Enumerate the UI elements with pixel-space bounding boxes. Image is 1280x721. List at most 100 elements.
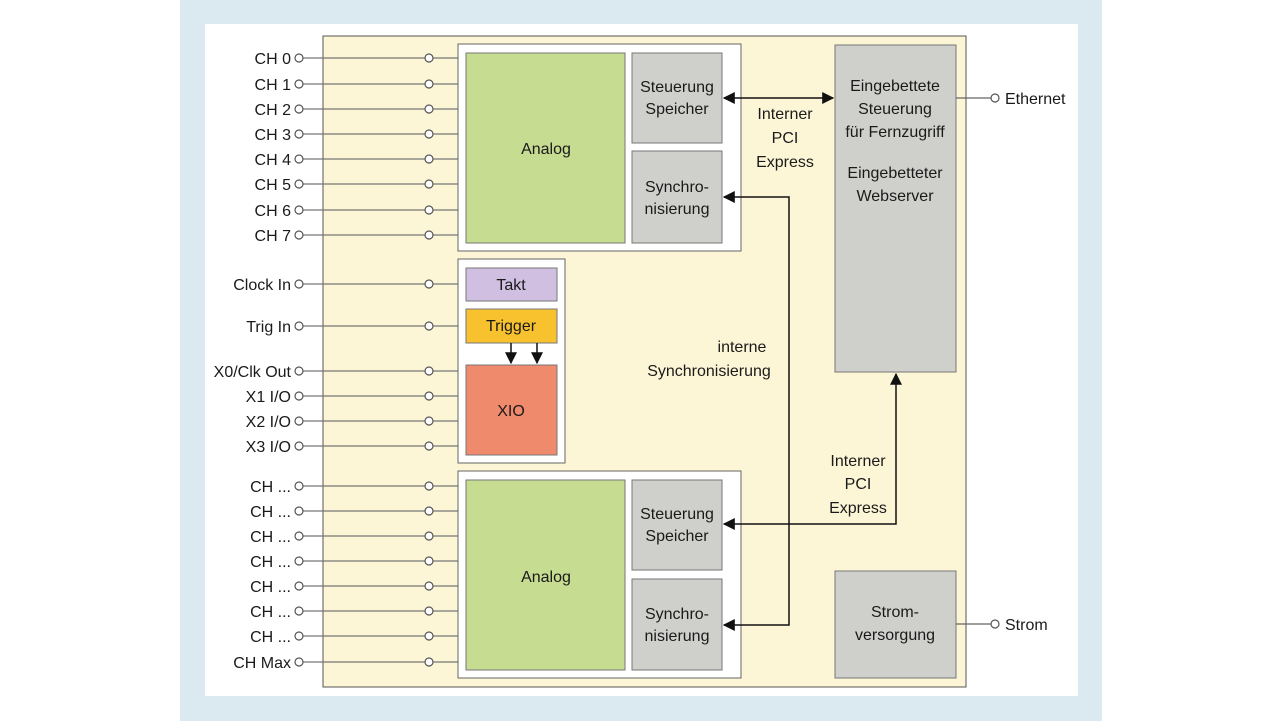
top-ctrl-label-1: Steuerung xyxy=(640,79,714,96)
pin-clock-in: Clock In xyxy=(233,277,458,294)
pin-label: CH ... xyxy=(250,579,291,596)
pin-terminal xyxy=(294,416,304,426)
pin-terminal xyxy=(294,279,304,289)
top-sync-label-1: Synchro- xyxy=(645,179,709,196)
pin-label: X0/Clk Out xyxy=(214,364,292,381)
pin-label: CH Max xyxy=(233,655,291,672)
pin-trig-in: Trig In xyxy=(246,319,458,336)
top-analog-block xyxy=(465,52,626,244)
xio-label: XIO xyxy=(497,403,525,420)
pin-terminal xyxy=(294,230,304,240)
pin-label: CH ... xyxy=(250,629,291,646)
pin-label: CH 1 xyxy=(255,77,292,94)
pin-io-0: X0/Clk Out xyxy=(214,364,458,381)
pin-label: CH 2 xyxy=(255,102,292,119)
pin-connector xyxy=(424,79,434,89)
pin-label: CH ... xyxy=(250,604,291,621)
pci-bottom-label-2: PCI xyxy=(845,476,872,493)
pin-connector xyxy=(424,506,434,516)
pin-terminal xyxy=(294,53,304,63)
pin-ch-bottom-1: CH ... xyxy=(250,504,458,521)
pin-label: X3 I/O xyxy=(246,439,291,456)
pin-terminal xyxy=(294,481,304,491)
pci-bottom-path xyxy=(722,372,902,530)
pin-ch-top-2: CH 2 xyxy=(255,102,458,119)
top-ctrl-label-2: Speicher xyxy=(645,101,709,118)
bottom-sync-label-2: nisierung xyxy=(645,628,710,645)
controller-label-2: Steuerung xyxy=(858,101,932,118)
pin-connector xyxy=(424,53,434,63)
pin-connector xyxy=(424,531,434,541)
pin-connector xyxy=(424,481,434,491)
trigger-label: Trigger xyxy=(486,318,537,335)
pin-ch-top-5: CH 5 xyxy=(255,177,458,194)
takt-label: Takt xyxy=(496,277,526,294)
pin-terminal xyxy=(294,79,304,89)
power-label-2: versorgung xyxy=(855,627,935,644)
pin-ch-bottom-6: CH ... xyxy=(250,629,458,646)
pin-connector xyxy=(424,581,434,591)
pci-top-label-3: Express xyxy=(756,154,814,171)
pci-bottom-label-1: Interner xyxy=(830,453,886,470)
takt-block xyxy=(465,267,558,302)
pin-ch-top-4: CH 4 xyxy=(255,152,458,169)
bottom-sync-label-1: Synchro- xyxy=(645,606,709,623)
pin-label: CH 5 xyxy=(255,177,292,194)
pin-connector xyxy=(424,441,434,451)
top-sync-block xyxy=(631,150,723,244)
pin-terminal xyxy=(294,441,304,451)
pin-ch-top-1: CH 1 xyxy=(255,77,458,94)
pin-terminal xyxy=(294,606,304,616)
pin-terminal xyxy=(294,321,304,331)
pin-label: X2 I/O xyxy=(246,414,291,431)
pin-connector xyxy=(424,391,434,401)
pin-ch-bottom-0: CH ... xyxy=(250,479,458,496)
strom-label: Strom xyxy=(1005,617,1048,634)
pin-label: CH 3 xyxy=(255,127,292,144)
pin-ch-bottom-5: CH ... xyxy=(250,604,458,621)
pin-connector xyxy=(424,230,434,240)
pin-terminal xyxy=(294,129,304,139)
pin-label: CH 4 xyxy=(255,152,292,169)
pin-connector xyxy=(424,321,434,331)
pin-connector xyxy=(424,279,434,289)
bottom-ctrl-label-1: Steuerung xyxy=(640,506,714,523)
strom-pin xyxy=(990,619,1000,629)
pin-label: CH 7 xyxy=(255,228,292,245)
pci-top-label-2: PCI xyxy=(772,130,799,147)
ethernet-pin xyxy=(990,93,1000,103)
pin-terminal xyxy=(294,391,304,401)
power-label-1: Strom- xyxy=(871,604,919,621)
pin-connector xyxy=(424,416,434,426)
pin-connector xyxy=(424,556,434,566)
pin-io-3: X3 I/O xyxy=(246,439,458,456)
pin-ch-top-0: CH 0 xyxy=(255,51,458,68)
pin-io-1: X1 I/O xyxy=(246,389,458,406)
pin-label: Trig In xyxy=(246,319,291,336)
controller-block xyxy=(834,44,957,373)
pin-label: Clock In xyxy=(233,277,291,294)
pin-label: CH ... xyxy=(250,504,291,521)
bottom-sync-block xyxy=(631,578,723,671)
ethernet-label: Ethernet xyxy=(1005,91,1066,108)
top-sync-label-2: nisierung xyxy=(645,201,710,218)
pin-io-2: X2 I/O xyxy=(246,414,458,431)
sync-label-2: Synchronisierung xyxy=(647,363,771,380)
pin-connector xyxy=(424,154,434,164)
top-analog-label: Analog xyxy=(521,141,571,158)
bottom-analog-label: Analog xyxy=(521,569,571,586)
pin-ch-bottom-4: CH ... xyxy=(250,579,458,596)
pin-label: CH ... xyxy=(250,479,291,496)
pin-connector xyxy=(424,129,434,139)
pin-terminal xyxy=(294,179,304,189)
pin-connector xyxy=(424,104,434,114)
pin-terminal xyxy=(294,104,304,114)
pin-connector xyxy=(424,179,434,189)
controller-label-1: Eingebettete xyxy=(850,78,940,95)
pin-terminal xyxy=(294,366,304,376)
pin-ch-bottom-7: CH Max xyxy=(233,655,458,672)
pin-terminal xyxy=(294,631,304,641)
pin-terminal xyxy=(294,657,304,667)
controller-label-4: Eingebetteter xyxy=(847,165,943,182)
pin-ch-top-6: CH 6 xyxy=(255,203,458,220)
